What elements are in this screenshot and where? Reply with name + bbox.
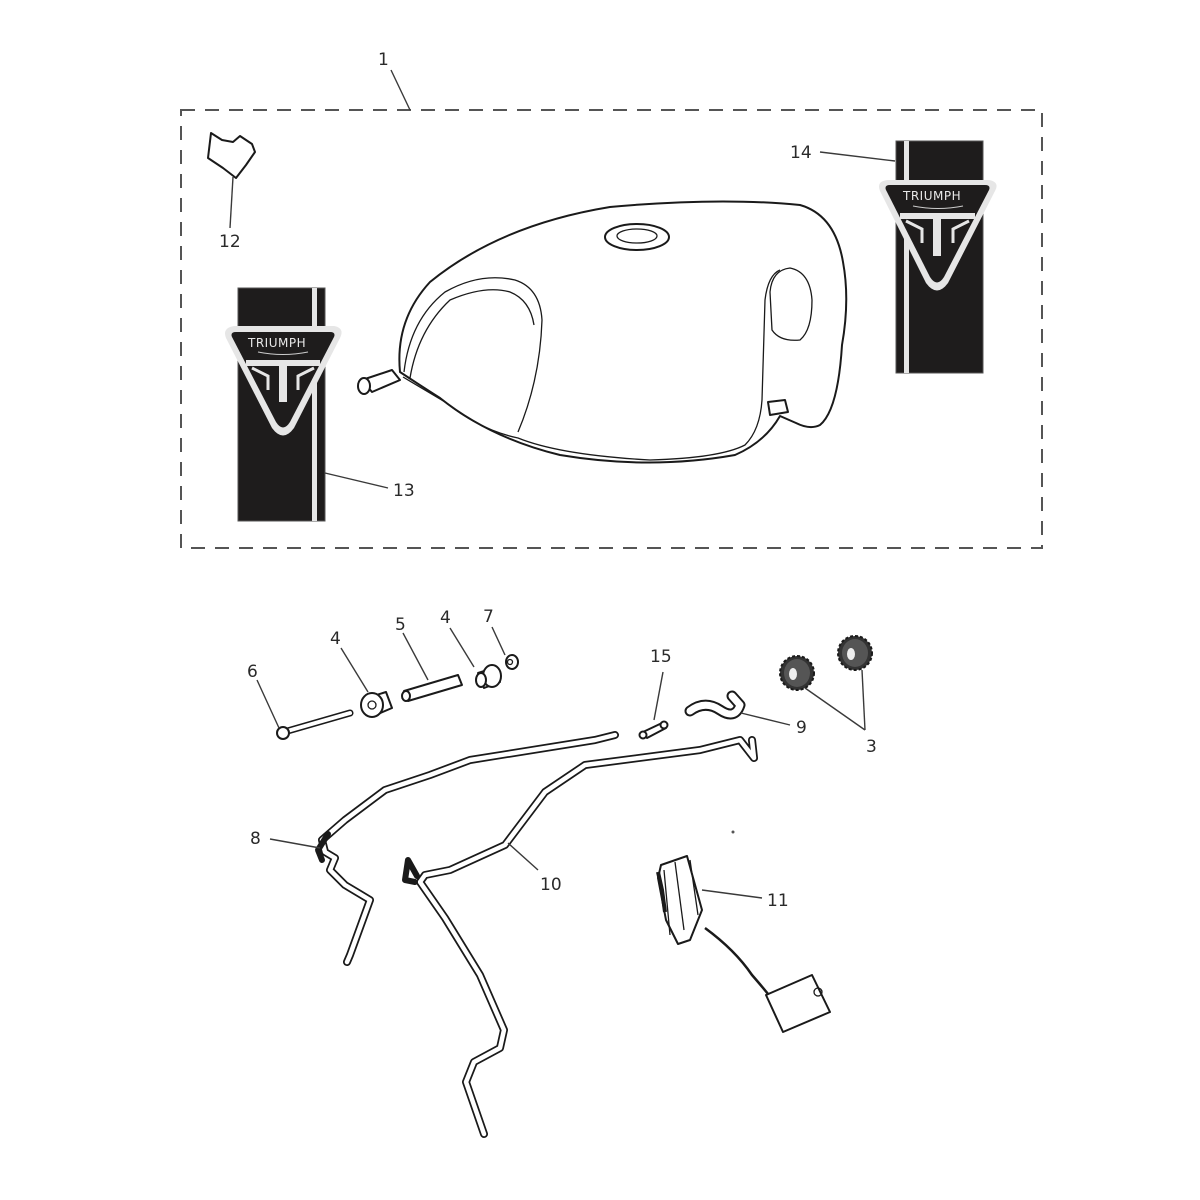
callout-14[interactable]: 14 (790, 143, 812, 163)
bolt-part-6[interactable] (276, 709, 354, 740)
callout-7[interactable]: 7 (483, 607, 494, 627)
sender-wire (704, 926, 769, 995)
triumph-t-icon (900, 213, 975, 256)
breather-hose-part-10[interactable] (402, 736, 758, 1138)
leader-line-5 (402, 632, 429, 681)
fuel-level-sender-part-11[interactable] (656, 830, 831, 1033)
bush-part-4a[interactable] (360, 691, 393, 718)
leader-line-4b (449, 627, 475, 668)
callout-9[interactable]: 9 (796, 718, 807, 738)
callout-11[interactable]: 11 (767, 891, 789, 911)
grommet-icon (779, 655, 815, 691)
sender-float (765, 974, 831, 1033)
callout-4a[interactable]: 4 (330, 629, 341, 649)
leader-line-1 (390, 69, 411, 111)
triumph-logo-text: TRIUMPH (902, 189, 961, 203)
callout-1[interactable]: 1 (378, 50, 389, 70)
triumph-t-icon (246, 360, 320, 402)
leader-line-8 (269, 838, 321, 849)
callout-10[interactable]: 10 (540, 875, 562, 895)
leader-line-3a (804, 687, 866, 731)
leader-line-14 (819, 151, 896, 162)
sleeve-part-5[interactable] (401, 674, 463, 702)
callout-13[interactable]: 13 (393, 481, 415, 501)
pad-part-12[interactable] (207, 132, 256, 179)
leader-line-13 (324, 472, 389, 489)
hose-elbow-part-9[interactable] (684, 690, 746, 720)
tank-recess (769, 267, 813, 341)
leader-line-7 (491, 626, 506, 656)
decal-right-part-14[interactable]: TRIUMPH (879, 140, 997, 374)
fuel-tank[interactable] (357, 200, 848, 464)
leader-line-3b (861, 669, 866, 731)
leader-line-12 (229, 176, 234, 229)
grommets-part-3[interactable] (779, 635, 873, 691)
nut-part-7[interactable] (505, 654, 519, 670)
drain-hose-part-8[interactable] (315, 731, 619, 966)
callout-15[interactable]: 15 (650, 647, 672, 667)
tank-bracket (767, 399, 789, 416)
grommet-icon (837, 635, 873, 671)
leader-line-10 (507, 842, 539, 871)
leader-line-9 (740, 712, 791, 726)
decal-left-part-13[interactable]: TRIUMPH (225, 287, 342, 522)
triumph-logo-text: TRIUMPH (247, 336, 306, 350)
callout-12[interactable]: 12 (219, 232, 241, 252)
leader-line-4a (340, 647, 369, 693)
connector-part-15[interactable] (638, 720, 669, 740)
callout-5[interactable]: 5 (395, 615, 406, 635)
callout-4b[interactable]: 4 (440, 608, 451, 628)
callout-3[interactable]: 3 (866, 737, 877, 757)
bush-part-4b[interactable] (475, 664, 502, 689)
leader-line-6 (256, 679, 280, 729)
callout-8[interactable]: 8 (250, 829, 261, 849)
callout-6[interactable]: 6 (247, 662, 258, 682)
leader-line-11 (701, 889, 763, 899)
kit-boundary-box (180, 109, 1043, 549)
leader-line-15 (653, 671, 664, 721)
filler-cap[interactable] (604, 223, 670, 251)
